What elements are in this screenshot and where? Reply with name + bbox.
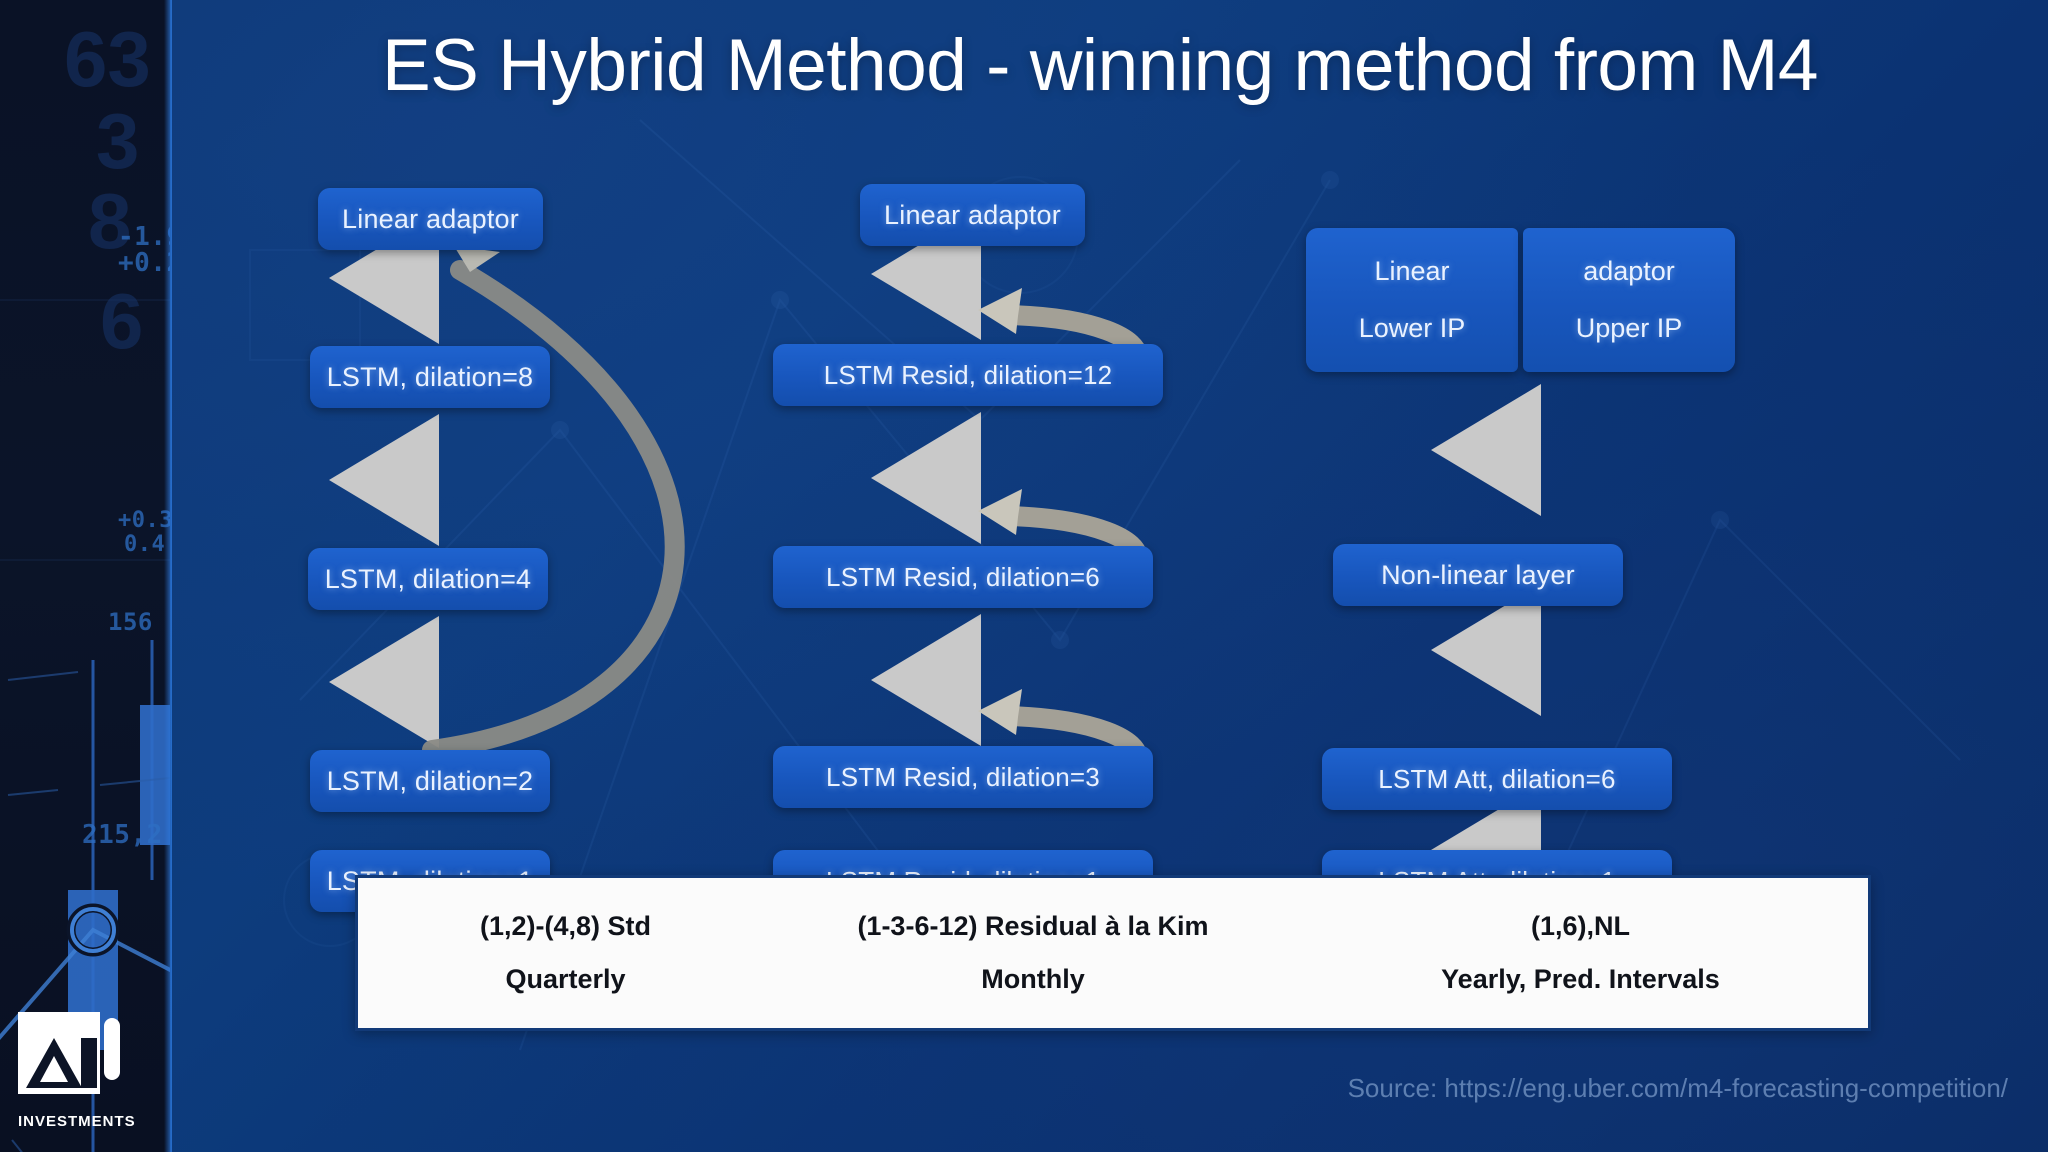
- node-lstm-resid-dilation-6[interactable]: LSTM Resid, dilation=6: [773, 546, 1153, 608]
- caption-frequency: Yearly, Pred. Intervals: [1441, 964, 1720, 994]
- node-lstm-dilation-2[interactable]: LSTM, dilation=2: [310, 750, 550, 812]
- ai-investments-logo-icon: [18, 1012, 122, 1108]
- caption-column-monthly: (1-3-6-12) Residual à la Kim Monthly: [773, 878, 1293, 1028]
- sidebar-value: +0.2: [118, 248, 170, 278]
- split-label-adaptor: adaptor: [1583, 256, 1675, 286]
- caption-spec: (1-3-6-12) Residual à la Kim: [857, 911, 1209, 941]
- caption-table: (1,2)-(4,8) Std Quarterly (1-3-6-12) Res…: [355, 875, 1871, 1031]
- node-linear-adaptor-yearly-split[interactable]: Linear Lower IP adaptor Upper IP: [1306, 228, 1735, 372]
- sidebar-big-digit: 3: [96, 97, 140, 185]
- sidebar-value: 215,2: [82, 820, 163, 850]
- sidebar-chart-graphic: [0, 299, 170, 1152]
- sidebar-value: +0.3: [118, 508, 170, 533]
- sidebar-value: 0.4: [124, 532, 166, 557]
- node-lstm-resid-dilation-12[interactable]: LSTM Resid, dilation=12: [773, 344, 1163, 406]
- split-label-linear: Linear: [1374, 256, 1450, 286]
- split-label-lower-ip: Lower IP: [1358, 313, 1466, 343]
- node-linear-adaptor-quarterly[interactable]: Linear adaptor: [318, 188, 543, 250]
- source-attribution: Source: https://eng.uber.com/m4-forecast…: [1347, 1073, 2008, 1103]
- split-half-upper-ip[interactable]: adaptor Upper IP: [1523, 228, 1735, 372]
- slide-title: ES Hybrid Method - winning method from M…: [381, 25, 1819, 106]
- sidebar-panel: 63 3 8 6 -1.9 +0.2 +0.3 0.4 156 215,2 IN…: [0, 0, 170, 1152]
- sidebar-big-digit: 8: [88, 177, 132, 265]
- node-lstm-dilation-8[interactable]: LSTM, dilation=8: [310, 346, 550, 408]
- caption-column-yearly: (1,6),NL Yearly, Pred. Intervals: [1293, 878, 1868, 1028]
- node-lstm-resid-dilation-3[interactable]: LSTM Resid, dilation=3: [773, 746, 1153, 808]
- caption-column-quarterly: (1,2)-(4,8) Std Quarterly: [358, 878, 773, 1028]
- node-linear-adaptor-monthly[interactable]: Linear adaptor: [860, 184, 1085, 246]
- brand-logo: INVESTMENTS: [18, 1012, 148, 1130]
- split-half-lower-ip[interactable]: Linear Lower IP: [1306, 228, 1518, 372]
- node-lstm-att-dilation-6[interactable]: LSTM Att, dilation=6: [1322, 748, 1672, 810]
- caption-spec: (1,6),NL: [1530, 911, 1630, 941]
- split-label-upper-ip: Upper IP: [1575, 313, 1683, 343]
- sidebar-value: -1.9: [118, 222, 170, 252]
- sidebar-value: 156: [108, 608, 153, 636]
- sidebar-big-digit: 6: [100, 277, 144, 365]
- node-lstm-dilation-4[interactable]: LSTM, dilation=4: [308, 548, 548, 610]
- caption-spec: (1,2)-(4,8) Std: [479, 911, 652, 941]
- sidebar-big-digit: 63: [64, 15, 151, 103]
- sidebar-accent-edge: [164, 0, 172, 1152]
- brand-name: INVESTMENTS: [18, 1113, 136, 1130]
- caption-frequency: Monthly: [981, 964, 1085, 994]
- node-non-linear-layer[interactable]: Non-linear layer: [1333, 544, 1623, 606]
- caption-frequency: Quarterly: [505, 964, 626, 994]
